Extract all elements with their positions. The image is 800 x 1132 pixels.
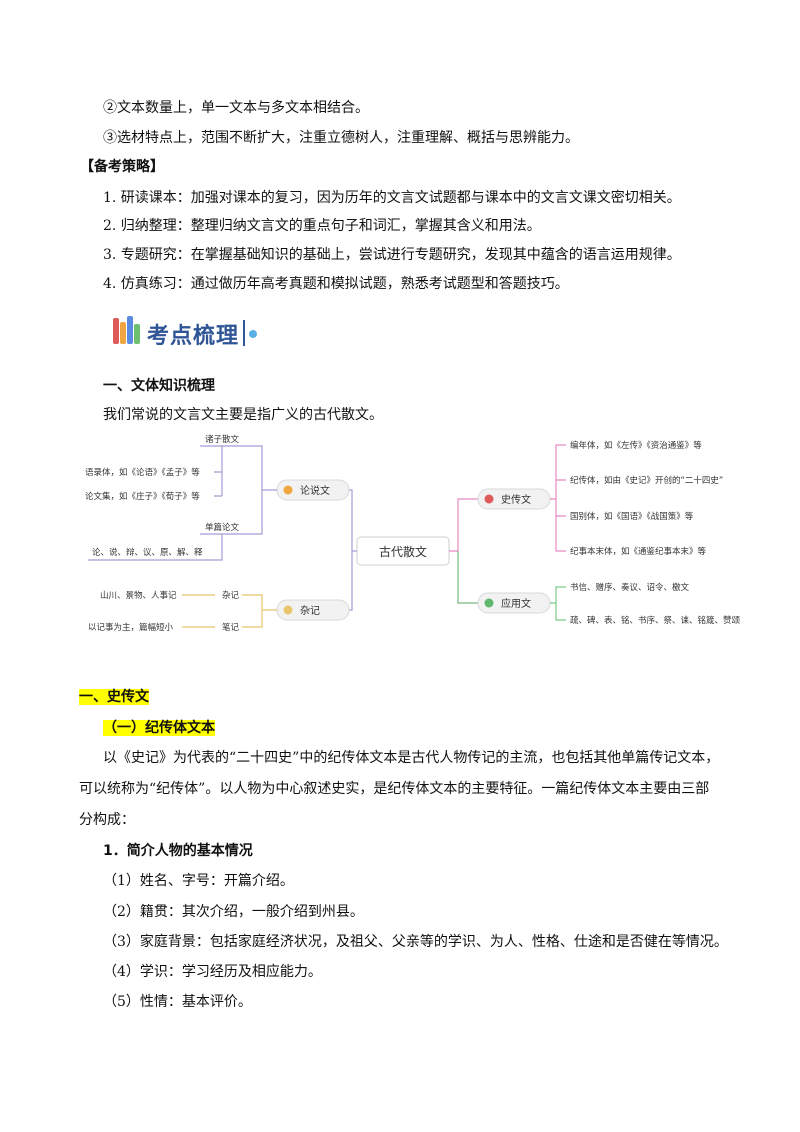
section2-para-line-1: 以《史记》为代表的“二十四史”中的纪传体文本是古代人物传记的主流，也包括其他单篇… <box>103 750 720 766</box>
point-2: （2）籍贯：其次介绍，一般介绍到州县。 <box>103 904 364 920</box>
mm-zaji-desc: 山川、景物、人事记 <box>100 590 177 601</box>
section2-subtitle-text: （一）纪传体文本 <box>103 720 215 736</box>
mm-yingyong-label: 应用文 <box>501 597 531 610</box>
mm-zaji-item: 杂记 <box>222 591 240 601</box>
strategy-heading: 【备考策略】 <box>80 159 164 175</box>
point-1: （1）姓名、字号：开篇介绍。 <box>103 873 294 889</box>
banner-title: 考点梳理 <box>147 324 240 349</box>
mm-shizhuan-label: 史传文 <box>501 493 531 506</box>
mm-lunshuo-marker-icon <box>283 485 293 495</box>
section2-subtitle: （一）纪传体文本 <box>103 718 215 738</box>
intro-line-3: ③选材特点上，范围不断扩大，注重立德树人，注重理解、概括与思辨能力。 <box>103 130 579 146</box>
point-3: （3）家庭背景：包括家庭经济状况，及祖父、父亲等的学识、为人、性格、仕途和是否健… <box>103 934 728 950</box>
mm-yulu: 语录体，如《论语》《孟子》等 <box>85 467 200 478</box>
mm-yingyong-item-2: 疏、碑、表、铭、书序、祭、诔、铭箴、赞颂 <box>570 615 741 626</box>
mm-biji-desc: 以记事为主，篇幅短小 <box>88 622 174 633</box>
mm-shizhuan-item-1: 编年体，如《左传》《资治通鉴》等 <box>570 440 702 451</box>
mm-danpian-sub: 论、说、辩、议、原、解、释 <box>92 547 203 558</box>
mm-zhuzi: 诸子散文 <box>205 434 240 445</box>
mm-shizhuan-marker-icon <box>484 494 494 504</box>
section1-title: 一、文体知识梳理 <box>103 378 215 394</box>
strategy-item-3: 3. 专题研究：在掌握基础知识的基础上，尝试进行专题研究，发现其中蕴含的语言运用… <box>103 247 681 263</box>
mm-zaji-label: 杂记 <box>300 605 320 617</box>
point-5: （5）性情：基本评价。 <box>103 994 252 1010</box>
section-banner: 考点梳理 <box>113 314 263 349</box>
mm-yingyong-item-1: 书信、赠序、奏议、诏令、檄文 <box>570 582 690 593</box>
mm-lunshuo-links <box>242 445 277 535</box>
section1-intro: 我们常说的文言文主要是指广义的古代散文。 <box>103 407 383 423</box>
strategy-item-2: 2. 归纳整理：整理归纳文言文的重点句子和词汇，掌握其含义和用法。 <box>103 218 541 234</box>
point-title: 1．简介人物的基本情况 <box>103 843 253 859</box>
banner-dot-icon <box>249 330 257 338</box>
section2-title: 一、史传文 <box>79 687 149 707</box>
section2-para-line-3: 分构成： <box>79 812 135 828</box>
mm-lunshuo-label: 论说文 <box>300 484 330 497</box>
mm-zaji-marker-icon <box>283 605 293 615</box>
mm-lunwen: 论文集，如《庄子》《荀子》等 <box>85 491 200 502</box>
intro-line-2: ②文本数量上，单一文本与多文本相结合。 <box>103 100 369 116</box>
mm-link-left <box>282 489 357 611</box>
mm-biji-item: 笔记 <box>222 622 240 633</box>
strategy-item-4: 4. 仿真练习：通过做历年高考真题和模拟试题，熟悉考试题型和答题技巧。 <box>103 276 569 292</box>
mm-danpian: 单篇论文 <box>205 522 240 533</box>
books-icon <box>113 316 143 344</box>
banner-cursor-bar <box>243 320 245 346</box>
section2-para-line-2: 可以统称为“纪传体”。以人物为中心叙述史实，是纪传体文本的主要特征。一篇纪传体文… <box>79 781 710 797</box>
mm-yingyong-marker-icon <box>484 598 494 608</box>
mm-shizhuan-item-2: 纪传体，如由《史记》开创的“二十四史” <box>570 475 723 486</box>
section2-title-text: 一、史传文 <box>79 689 149 705</box>
mm-center-text: 古代散文 <box>379 544 427 559</box>
mindmap-diagram: 古代散文 论说文 诸子散文 单篇论文 语录体，如《论语》《孟子》等 论文集，如《… <box>85 434 741 633</box>
mm-shizhuan-item-3: 国别体，如《国语》《战国策》等 <box>570 511 694 522</box>
strategy-item-1: 1. 研读课本：加强对课本的复习，因为历年的文言文试题都与课本中的文言文课文密切… <box>103 190 681 206</box>
mm-shizhuan-item-4: 纪事本末体，如《通鉴纪事本末》等 <box>570 546 707 557</box>
point-4: （4）学识：学习经历及相应能力。 <box>103 964 322 980</box>
mm-link-right <box>449 498 480 604</box>
